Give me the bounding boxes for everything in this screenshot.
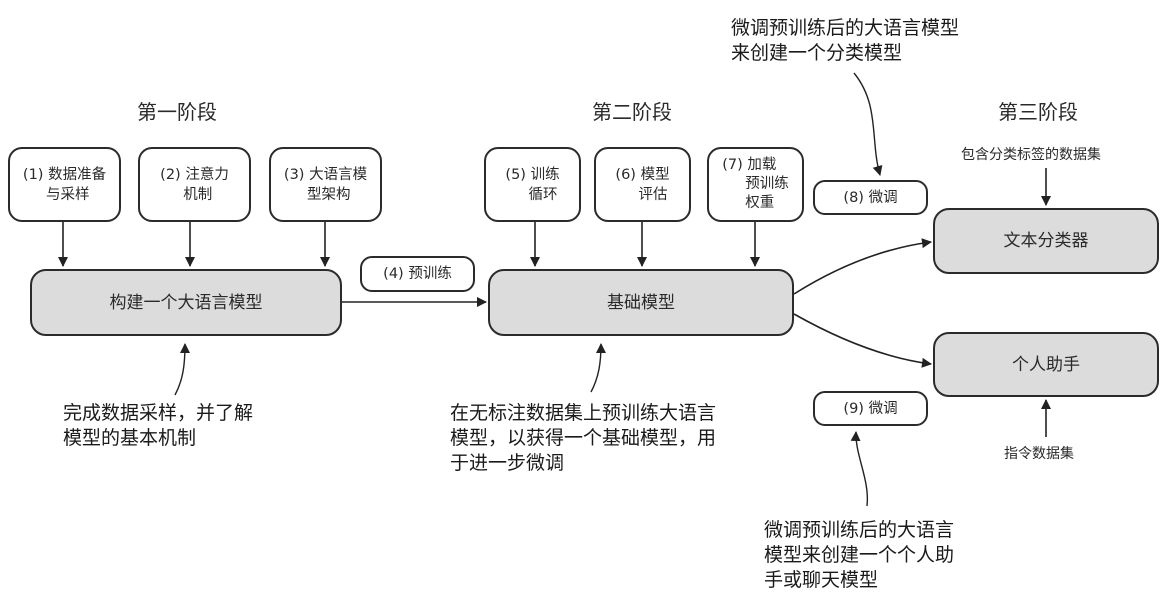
instruction-dataset-label: 指令数据集: [1004, 446, 1074, 462]
text-classifier-box: 文本分类器: [933, 208, 1159, 274]
pointer-stage2-note: [590, 343, 606, 393]
text-classifier-label: 文本分类器: [1003, 231, 1089, 251]
personal-assistant-box: 个人助手: [933, 332, 1159, 397]
stage2-heading: 第二阶段: [592, 100, 672, 124]
build-llm-box: 构建一个大语言模型: [30, 269, 342, 336]
stage1-heading: 第一阶段: [137, 100, 217, 124]
step-7-load-pretrained-weights: (7) 加载 预训练 权重: [707, 147, 804, 222]
step-8-label: (8) 微调: [843, 189, 898, 206]
step-5-label: (5) 训练 循环: [505, 166, 560, 203]
step-1-data-preparation: (1) 数据准备 与采样: [8, 147, 121, 222]
class-label-dataset-label: 包含分类标签的数据集: [961, 147, 1101, 163]
step-2-label: (2) 注意力 机制: [160, 166, 229, 203]
pointer-classifier-note: [853, 72, 883, 176]
classifier-note: 微调预训练后的大语言模型 来创建一个分类模型: [731, 17, 960, 64]
step-6-label: (6) 模型 评估: [615, 166, 670, 203]
foundation-model-label: 基础模型: [607, 292, 675, 313]
build-llm-label: 构建一个大语言模型: [109, 292, 263, 313]
pointer-stage1-note: [174, 343, 190, 396]
arrow-foundation-to-classifier: [793, 238, 932, 295]
arrow-foundation-to-assistant: [793, 313, 932, 368]
step-3-llm-architecture: (3) 大语言模 型架构: [269, 147, 382, 222]
step-3-label: (3) 大语言模 型架构: [283, 166, 368, 203]
step-9-finetune-assistant: (9) 微调: [813, 391, 928, 426]
step-2-attention-mechanism: (2) 注意力 机制: [138, 147, 251, 222]
foundation-model-box: 基础模型: [488, 269, 794, 336]
assistant-note: 微调预训练后的大语言 模型来创建一个个人助 手或聊天模型: [764, 519, 955, 591]
step-6-model-evaluation: (6) 模型 评估: [594, 147, 691, 222]
personal-assistant-label: 个人助手: [1012, 354, 1080, 375]
step-4-label: (4) 预训练: [383, 266, 452, 282]
step-8-finetune-classifier: (8) 微调: [813, 180, 928, 215]
step-4-pretraining: (4) 预训练: [360, 256, 475, 292]
stage1-note: 完成数据采样，并了解 模型的基本机制: [63, 402, 254, 449]
stage2-note: 在无标注数据集上预训练大语言 模型，以获得一个基础模型，用 于进一步微调: [450, 402, 717, 474]
step-5-training-loop: (5) 训练 循环: [484, 147, 581, 222]
step-9-label: (9) 微调: [843, 400, 898, 417]
stage3-heading: 第三阶段: [998, 100, 1078, 124]
pointer-assistant-note: [850, 431, 869, 507]
step-7-label: (7) 加载 预训练 权重: [722, 157, 789, 211]
step-1-label: (1) 数据准备 与采样: [22, 166, 107, 203]
